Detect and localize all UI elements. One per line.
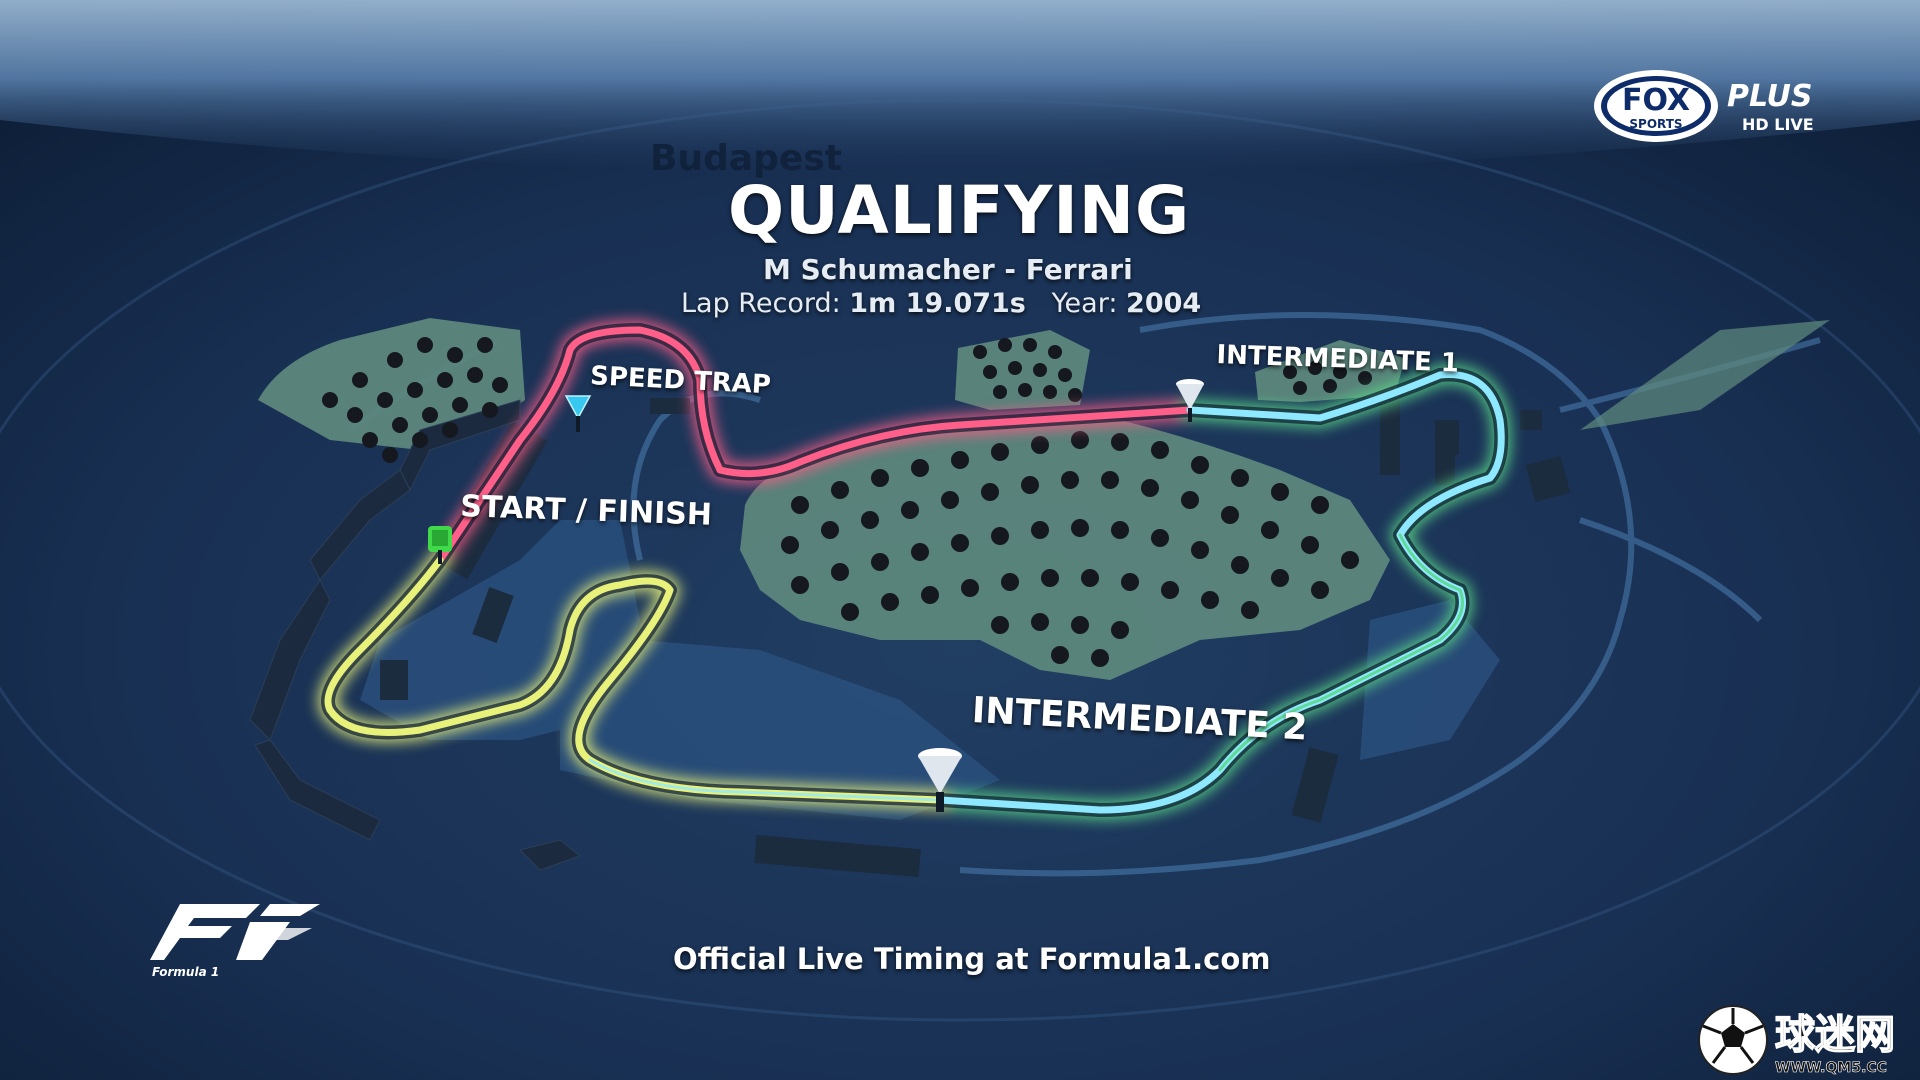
land-east-strip	[1580, 320, 1830, 430]
circuit-city: Budapest	[650, 138, 842, 179]
trees-north	[973, 338, 1082, 402]
land-north-east	[1255, 340, 1405, 402]
sports-text: SPORTS	[1629, 117, 1682, 131]
f1-caption: Formula 1	[152, 965, 219, 979]
official-timing-text: Official Live Timing at Formula1.com	[673, 942, 1271, 976]
fox-sports-plus-logo: FOX SPORTS PLUS HD LIVE	[1594, 70, 1814, 142]
lap-record-label: Lap Record:	[681, 288, 841, 319]
watermark-title: 球迷网	[1775, 1012, 1895, 1058]
trees	[322, 337, 1372, 667]
start-finish-marker	[428, 526, 452, 564]
watermark-url: WWW.QM5.CC	[1775, 1060, 1887, 1076]
grandstands	[249, 399, 582, 871]
session-title: QUALIFYING	[728, 172, 1191, 249]
track-sector-1	[436, 326, 1194, 564]
intermediate-1-marker	[1176, 379, 1204, 422]
trees-north-east	[1283, 361, 1372, 395]
trees-north-west	[322, 337, 508, 463]
plus-text: PLUS	[1727, 79, 1812, 114]
intermediate-2-marker	[918, 748, 962, 812]
year-value: 2004	[1126, 288, 1202, 319]
record-holder: M Schumacher - Ferrari	[763, 253, 1133, 286]
track-sector-3	[324, 556, 944, 804]
hd-live-text: HD LIVE	[1742, 115, 1814, 134]
fox-text: FOX	[1622, 83, 1690, 118]
year-label: Year:	[1051, 288, 1118, 319]
f1-logo: Formula 1	[150, 904, 320, 979]
trees-infield	[781, 431, 1359, 667]
lap-record-value: 1m 19.071s	[849, 288, 1026, 319]
qm5-watermark: 球迷网 WWW.QM5.CC	[1698, 1005, 1896, 1076]
land-infield	[740, 420, 1390, 680]
lap-record-line: Lap Record: 1m 19.071s Year: 2004	[681, 288, 1201, 319]
race-track	[324, 326, 1505, 814]
speed-trap-marker	[564, 395, 592, 432]
